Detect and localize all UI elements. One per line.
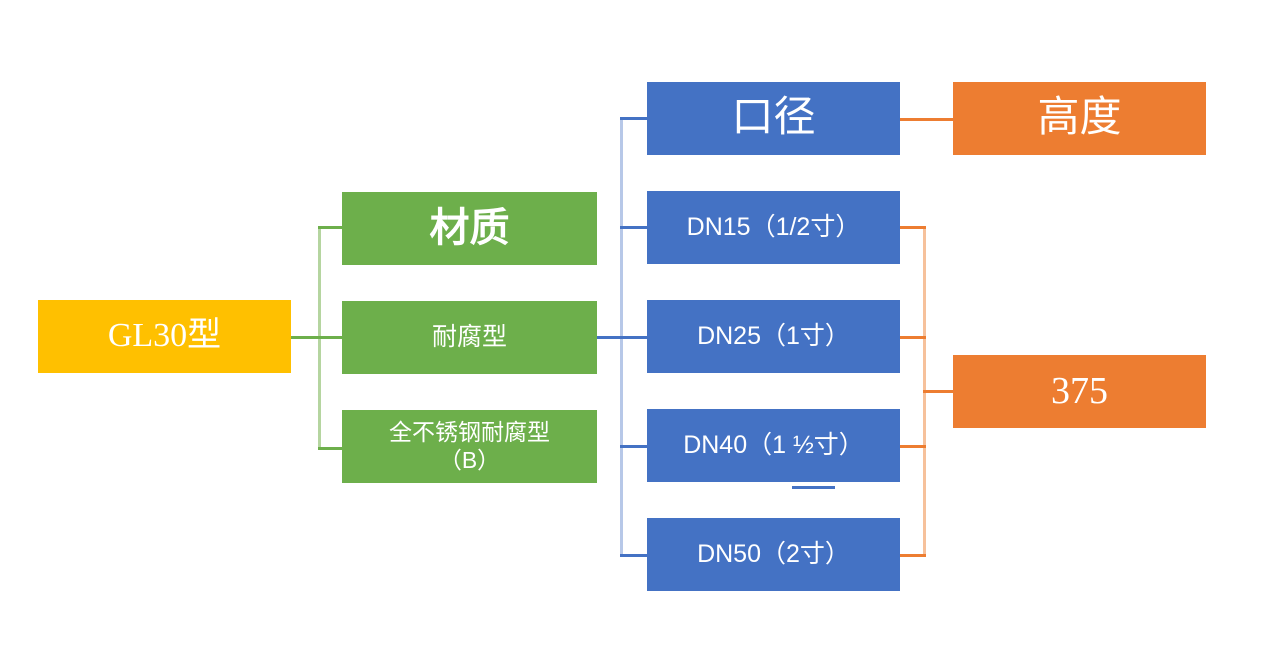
connector-bore-to-height-direct <box>899 118 954 121</box>
connector-height-branch-2 <box>899 336 926 339</box>
connector-bore-branch-3 <box>620 336 649 339</box>
connector-material-to-bore-stem <box>597 336 623 339</box>
node-material-item-2[interactable]: 全不锈钢耐腐型 （B） <box>342 410 597 483</box>
stray-underline-artifact <box>792 486 835 489</box>
node-height-header[interactable]: 高度 <box>953 82 1206 155</box>
node-material-header[interactable]: 材质 <box>342 192 597 265</box>
node-height-value-375[interactable]: 375 <box>953 355 1206 428</box>
connector-height-branch-1 <box>899 226 926 229</box>
connector-material-branch-3 <box>318 447 344 450</box>
connector-root-to-material-stem <box>290 336 322 339</box>
connector-height-branch-4 <box>899 554 926 557</box>
node-bore-header[interactable]: 口径 <box>647 82 900 155</box>
node-material-item-1[interactable]: 耐腐型 <box>342 301 597 374</box>
node-bore-item-dn40[interactable]: DN40（1 ½寸） <box>647 409 900 482</box>
node-bore-item-dn15[interactable]: DN15（1/2寸） <box>647 191 900 264</box>
node-bore-item-dn50[interactable]: DN50（2寸） <box>647 518 900 591</box>
connector-bore-branch-4 <box>620 445 649 448</box>
node-bore-item-dn25[interactable]: DN25（1寸） <box>647 300 900 373</box>
connector-height-stem <box>923 390 955 393</box>
connector-bore-branch-5 <box>620 554 649 557</box>
connector-material-branch-2 <box>318 336 344 339</box>
node-root-gl30[interactable]: GL30型 <box>38 300 291 373</box>
connector-bore-branch-2 <box>620 226 649 229</box>
connector-bore-branch-1 <box>620 117 649 120</box>
connector-height-branch-3 <box>899 445 926 448</box>
connector-material-branch-1 <box>318 226 344 229</box>
